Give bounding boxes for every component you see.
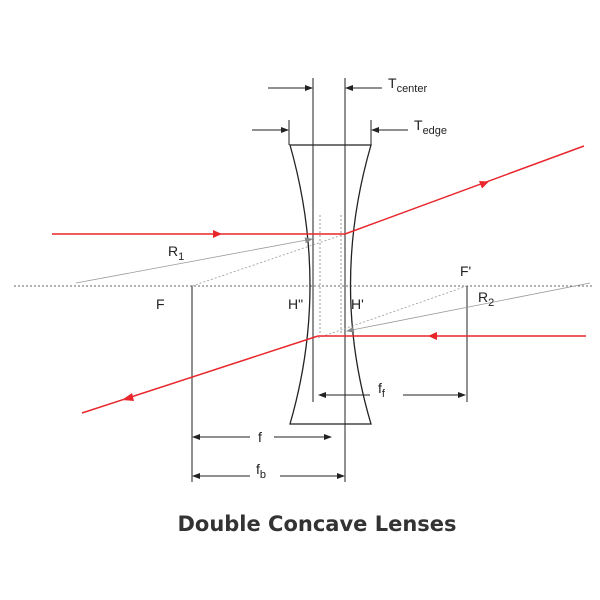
ray-lower-refracted — [81, 335, 319, 414]
virtual-ray-upper — [191, 233, 346, 287]
focal-length-f-label: f — [258, 429, 262, 445]
r2-label: R2 — [478, 289, 494, 309]
back-focal-length-fb-label: fb — [256, 461, 266, 481]
t-center-label: Tcenter — [388, 75, 427, 95]
t-edge-label: Tedge — [414, 117, 447, 137]
radius-r2-line — [346, 282, 591, 333]
principal-point-h-double-label: H" — [288, 296, 303, 312]
ray-upper-refracted-arrow — [479, 181, 489, 189]
radius-r1-line — [75, 237, 313, 284]
ray-lower-refracted-arrow — [122, 393, 134, 401]
principal-point-h-prime-label: H' — [351, 296, 364, 312]
ray-lower-arrow — [428, 332, 437, 340]
diagram-title: Double Concave Lenses — [177, 512, 456, 536]
ray-upper-refracted — [344, 145, 585, 235]
r1-label: R1 — [168, 243, 184, 263]
focal-point-f-label: F — [156, 296, 165, 312]
lens-outline — [289, 144, 372, 425]
ray-upper-arrow — [213, 230, 222, 238]
focal-point-f-prime-label: F' — [460, 263, 471, 279]
front-focal-length-ff-label: ff — [378, 380, 386, 400]
